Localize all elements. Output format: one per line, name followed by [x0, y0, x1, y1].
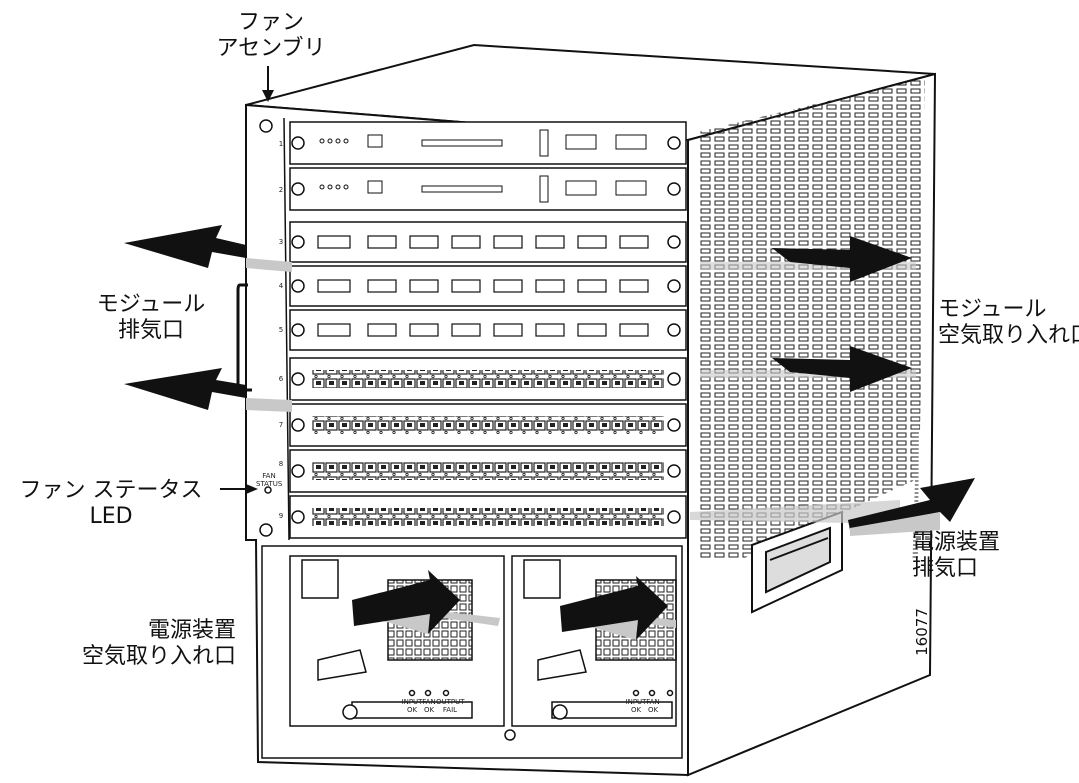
side-handle — [751, 510, 843, 614]
module-intake-arrow-bottom — [700, 346, 916, 392]
fiber-ports — [317, 235, 649, 337]
module-exhaust-arrow-top — [124, 225, 292, 272]
power-air-intake-label: 電源装置 空気取り入れ口 — [81, 618, 236, 669]
power-exhaust-label: 電源装置 排気口 — [912, 530, 1001, 581]
slot-number: 9 — [278, 512, 284, 520]
psu-led-label: FAN OK — [422, 698, 436, 714]
slot-number: 7 — [278, 421, 284, 429]
psu-led-label: OUTPUT FAIL — [436, 698, 465, 714]
thumbscrews — [264, 136, 681, 524]
power-exhaust-arrow — [690, 478, 975, 536]
slot-number: 1 — [278, 140, 284, 148]
fan-status-led-pointer — [220, 484, 258, 494]
copper-ports — [312, 370, 664, 526]
fan-assembly-pointer — [262, 66, 274, 102]
slot-number: 8 — [278, 460, 284, 468]
power-supply-bay — [261, 545, 683, 759]
figure-number: 16077 — [913, 608, 931, 656]
fan-assembly-label: ファン アセンブリ — [216, 10, 326, 61]
slot-number: 4 — [278, 282, 284, 290]
slot-number: 6 — [278, 375, 284, 383]
slot-number: 5 — [278, 326, 284, 334]
module-intake-arrow-top — [700, 236, 916, 282]
slot-number: 2 — [278, 186, 284, 194]
psu-led-label: INPUT OK — [401, 698, 423, 714]
power-intake-arrow-right — [560, 576, 676, 640]
fan-led-text: FAN STATUS — [256, 472, 283, 488]
module-air-intake-label: モジュール 空気取り入れ口 — [938, 297, 1079, 348]
supervisor-details — [319, 129, 647, 203]
power-intake-arrow-left — [352, 570, 500, 634]
psu-led-label: INPUT OK — [625, 698, 647, 714]
left-rail — [236, 117, 290, 541]
module-exhaust-label: モジュール 排気口 — [96, 292, 206, 343]
slot-number: 3 — [278, 238, 284, 246]
fan-status-led-label: ファン ステータス LED — [19, 478, 203, 529]
module-exhaust-arrow-bottom — [124, 368, 292, 412]
psu-led-label: FAN OK — [646, 698, 660, 714]
